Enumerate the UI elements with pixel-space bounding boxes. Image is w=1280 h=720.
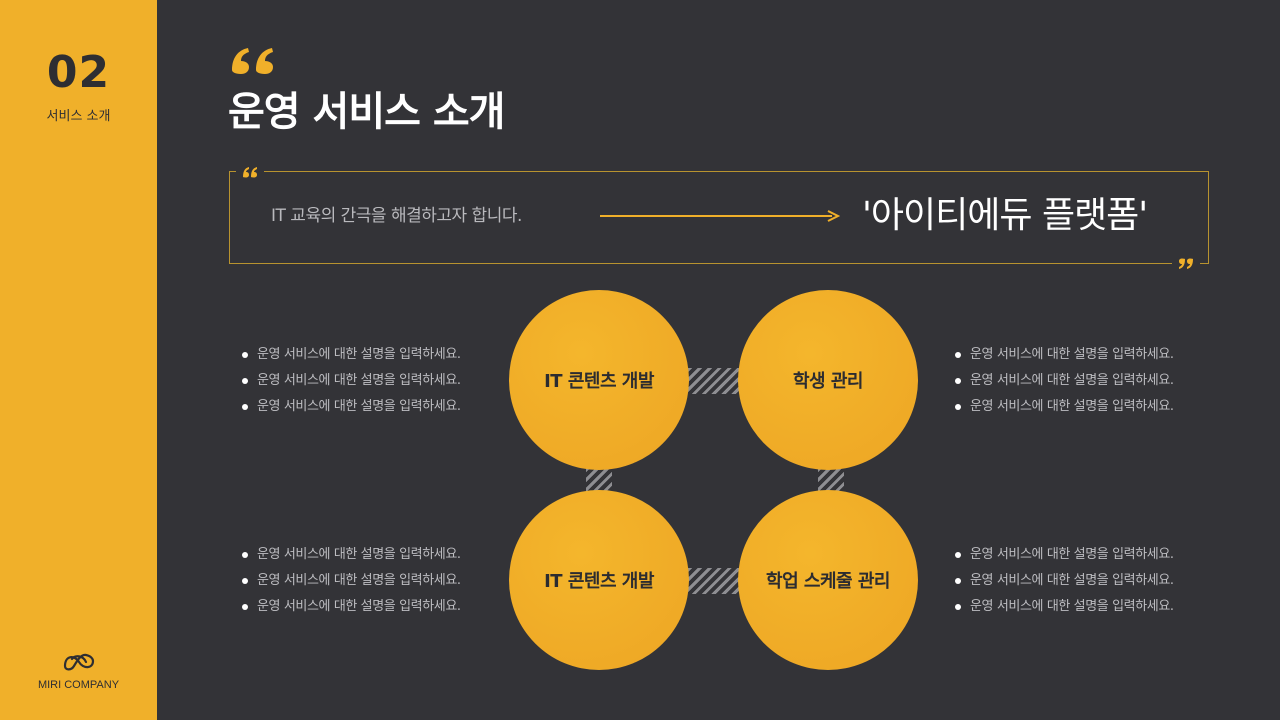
list-item: 운영 서비스에 대한 설명을 입력하세요. xyxy=(955,542,1174,568)
quote-icon xyxy=(232,48,273,74)
bullet-list-bottom-right: 운영 서비스에 대한 설명을 입력하세요. 운영 서비스에 대한 설명을 입력하… xyxy=(955,542,1174,620)
service-circle-it-content-2: IT 콘텐츠 개발 xyxy=(509,490,689,670)
section-label: 서비스 소개 xyxy=(46,109,111,124)
list-item: 운영 서비스에 대한 설명을 입력하세요. xyxy=(242,368,461,394)
list-item: 운영 서비스에 대한 설명을 입력하세요. xyxy=(242,594,461,620)
list-item: 운영 서비스에 대한 설명을 입력하세요. xyxy=(955,368,1174,394)
service-label: IT 콘텐츠 개발 xyxy=(544,571,654,592)
list-item: 운영 서비스에 대한 설명을 입력하세요. xyxy=(955,342,1174,368)
service-label: 학생 관리 xyxy=(792,371,864,392)
open-quote-icon xyxy=(236,160,264,182)
connector-left xyxy=(586,468,612,492)
close-quote-icon xyxy=(1172,252,1200,274)
bullet-list-top-right: 운영 서비스에 대한 설명을 입력하세요. 운영 서비스에 대한 설명을 입력하… xyxy=(955,342,1174,420)
section-number: 02 xyxy=(46,47,111,98)
service-circle-student-management: 학생 관리 xyxy=(738,290,918,470)
sidebar: 02 서비스 소개 MIRI COMPANY xyxy=(0,0,157,720)
quote-text: IT 교육의 간극을 해결하고자 합니다. xyxy=(271,206,522,226)
page-title: 운영 서비스 소개 xyxy=(228,89,505,135)
platform-name: '아이티에듀 플랫폼' xyxy=(862,195,1148,236)
list-item: 운영 서비스에 대한 설명을 입력하세요. xyxy=(955,394,1174,420)
quote-box xyxy=(229,171,1209,264)
bullet-list-top-left: 운영 서비스에 대한 설명을 입력하세요. 운영 서비스에 대한 설명을 입력하… xyxy=(242,342,461,420)
connector-right xyxy=(818,468,844,492)
connector-top xyxy=(688,368,740,394)
company-name: MIRI COMPANY xyxy=(37,679,120,691)
list-item: 운영 서비스에 대한 설명을 입력하세요. xyxy=(955,568,1174,594)
service-label: 학업 스케줄 관리 xyxy=(766,571,890,592)
list-item: 운영 서비스에 대한 설명을 입력하세요. xyxy=(242,542,461,568)
connector-bottom xyxy=(688,568,740,594)
service-label: IT 콘텐츠 개발 xyxy=(544,371,654,392)
arrow-right-icon xyxy=(600,210,840,222)
bullet-list-bottom-left: 운영 서비스에 대한 설명을 입력하세요. 운영 서비스에 대한 설명을 입력하… xyxy=(242,542,461,620)
list-item: 운영 서비스에 대한 설명을 입력하세요. xyxy=(242,342,461,368)
list-item: 운영 서비스에 대한 설명을 입력하세요. xyxy=(955,594,1174,620)
list-item: 운영 서비스에 대한 설명을 입력하세요. xyxy=(242,568,461,594)
list-item: 운영 서비스에 대한 설명을 입력하세요. xyxy=(242,394,461,420)
service-circle-it-content: IT 콘텐츠 개발 xyxy=(509,290,689,470)
service-circle-schedule-management: 학업 스케줄 관리 xyxy=(738,490,918,670)
infinity-logo-icon xyxy=(63,653,95,671)
